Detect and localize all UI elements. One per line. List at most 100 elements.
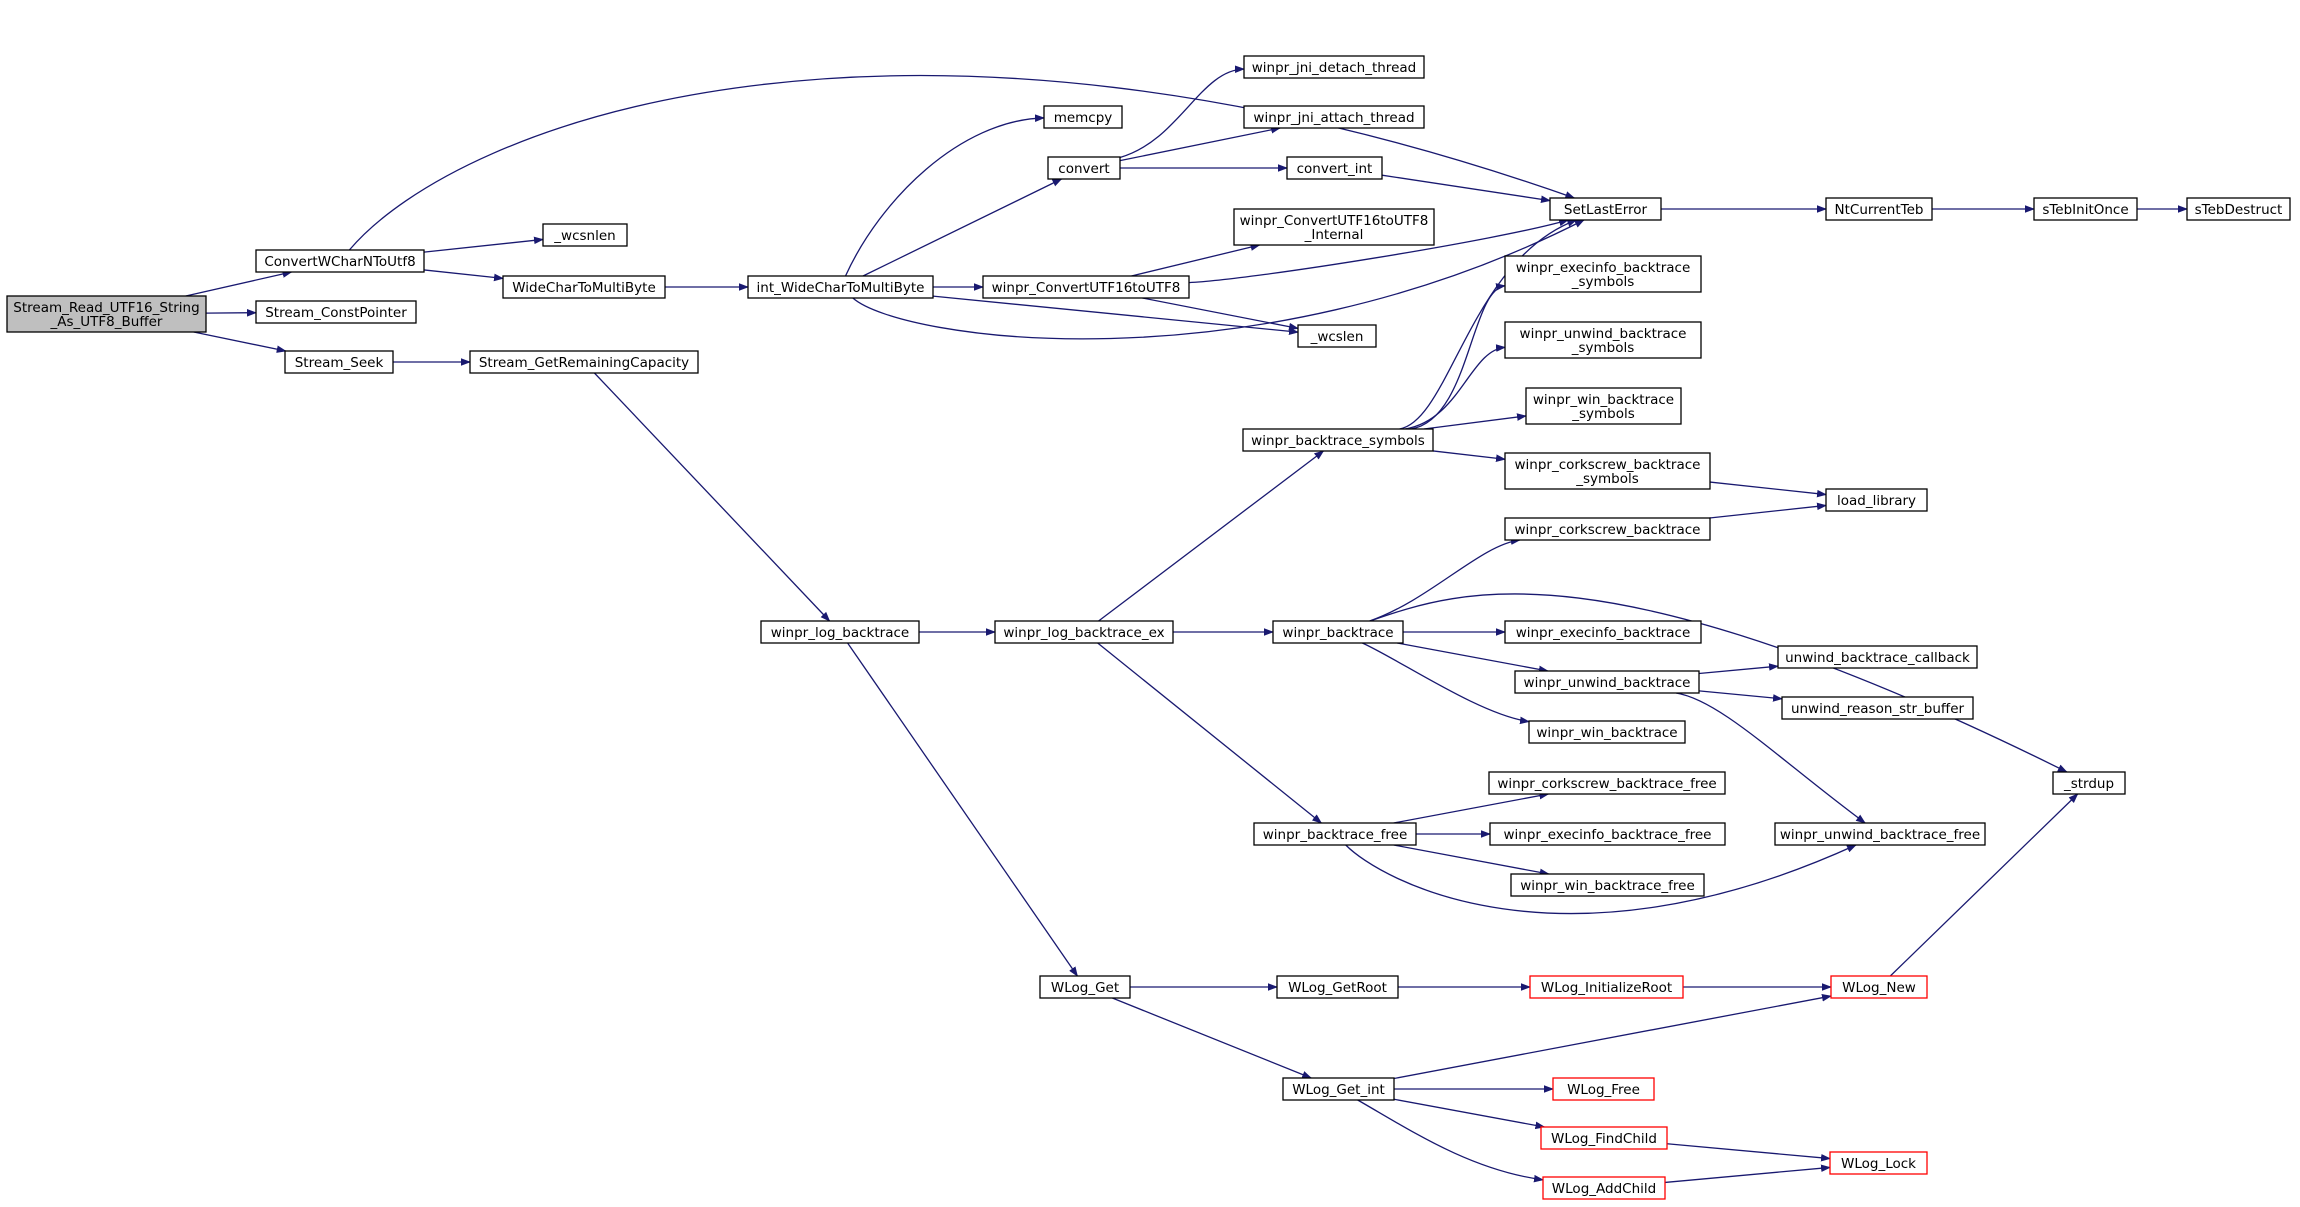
node-box (255, 300, 417, 324)
node-label: unwind_reason_str_buffer (1791, 701, 1965, 717)
node-label: WLog_Get_int (1292, 1082, 1385, 1098)
call-edge-backtrace-to-winbacktrace (1362, 642, 1530, 725)
call-edge-convertwchar-to-wcsnlen (423, 236, 544, 253)
function-node-wlognew[interactable]: WLog_New (1830, 975, 1928, 999)
function-node-convutf16int[interactable]: winpr_ConvertUTF16toUTF8_Internal (1233, 208, 1435, 246)
function-node-stebinitonce[interactable]: sTebInitOnce (2033, 197, 2138, 221)
function-node-corkscrew[interactable]: winpr_corkscrew_backtrace (1504, 517, 1711, 541)
function-node-jniattach[interactable]: winpr_jni_attach_thread (1243, 105, 1425, 129)
node-label: WLog_Lock (1841, 1156, 1916, 1172)
node-box (1272, 620, 1404, 644)
node-label: winpr_log_backtrace (771, 625, 909, 641)
function-node-wcsnlen[interactable]: _wcsnlen (542, 223, 628, 247)
function-node-convert[interactable]: convert (1047, 156, 1121, 180)
node-label: _Internal (1304, 227, 1364, 243)
node-box (1510, 873, 1705, 897)
function-node-intwidechar[interactable]: int_WideCharToMultiByte (747, 275, 934, 299)
function-node-unwind[interactable]: winpr_unwind_backtrace (1514, 670, 1700, 694)
node-label: winpr_unwind_backtrace_free (1780, 827, 1980, 843)
node-label: WLog_Free (1567, 1082, 1640, 1098)
call-edge-unwind-to-unwindcallback (1698, 663, 1779, 675)
node-label: _As_UTF8_Buffer (50, 314, 163, 330)
function-node-setlasterror[interactable]: SetLastError (1549, 197, 1662, 221)
function-node-loadlibrary[interactable]: load_library (1825, 488, 1928, 512)
call-edge-backtracesymbols-to-winsym (1423, 413, 1527, 430)
node-label: WLog_InitializeRoot (1541, 980, 1672, 996)
function-node-backtracesymbols[interactable]: winpr_backtrace_symbols (1242, 428, 1434, 452)
function-node-strdup[interactable]: _strdup (2052, 771, 2126, 795)
function-node-winbacktrace[interactable]: winpr_win_backtrace (1528, 720, 1686, 744)
function-node-constpointer[interactable]: Stream_ConstPointer (255, 300, 417, 324)
function-node-jnidetach[interactable]: winpr_jni_detach_thread (1243, 55, 1425, 79)
node-label: _symbols (1571, 274, 1635, 290)
node-box (1043, 105, 1123, 129)
call-edge-unwind-to-unwindfree (1675, 692, 1866, 824)
node-box (1504, 620, 1702, 644)
function-node-winsym[interactable]: winpr_win_backtrace_symbols (1525, 387, 1682, 425)
node-label: WideCharToMultiByte (512, 280, 656, 296)
node-label: WLog_Get (1051, 980, 1119, 996)
node-label: winpr_unwind_backtrace (1520, 326, 1687, 342)
function-node-convertwchar[interactable]: ConvertWCharNToUtf8 (255, 249, 425, 273)
function-node-unwindfree[interactable]: winpr_unwind_backtrace_free (1774, 822, 1986, 846)
node-box (2033, 197, 2138, 221)
function-node-backtracefree[interactable]: winpr_backtrace_free (1253, 822, 1417, 846)
node-label: Stream_GetRemainingCapacity (479, 355, 689, 371)
function-node-convutf16[interactable]: winpr_ConvertUTF16toUTF8 (982, 275, 1190, 299)
node-label: winpr_unwind_backtrace (1524, 675, 1691, 691)
node-box (1504, 452, 1711, 490)
node-box (1253, 822, 1417, 846)
node-box (1829, 1151, 1928, 1175)
function-node-logbacktrace[interactable]: winpr_log_backtrace (760, 620, 920, 644)
function-node-wloginitroot[interactable]: WLog_InitializeRoot (1529, 975, 1684, 999)
function-node-execinfofree[interactable]: winpr_execinfo_backtrace_free (1489, 822, 1726, 846)
function-node-execinfo[interactable]: winpr_execinfo_backtrace (1504, 620, 1702, 644)
node-box (760, 620, 920, 644)
function-node-wloglock[interactable]: WLog_Lock (1829, 1151, 1928, 1175)
function-node-widechar[interactable]: WideCharToMultiByte (502, 275, 666, 299)
function-node-unwindcallback[interactable]: unwind_backtrace_callback (1777, 645, 1978, 669)
function-node-wlogget[interactable]: WLog_Get (1039, 975, 1131, 999)
function-node-wcslen[interactable]: _wcslen (1297, 324, 1377, 348)
function-node-wloggetint[interactable]: WLog_Get_int (1282, 1077, 1395, 1101)
function-node-backtrace[interactable]: winpr_backtrace (1272, 620, 1404, 644)
node-label: winpr_execinfo_backtrace (1516, 625, 1691, 641)
function-node-corkscrewfree[interactable]: winpr_corkscrew_backtrace_free (1488, 771, 1726, 795)
function-node-wlogfree[interactable]: WLog_Free (1552, 1077, 1655, 1101)
call-edge-getremaining-to-logbacktrace (593, 372, 831, 622)
call-edge-convertint-to-setlasterror (1381, 174, 1551, 204)
function-node-corkscrewsym[interactable]: winpr_corkscrew_backtrace_symbols (1504, 452, 1711, 490)
node-label: Stream_Seek (295, 355, 384, 371)
call-edge-convutf16-to-convutf16int (1131, 243, 1261, 277)
function-node-ntcurrentteb[interactable]: NtCurrentTeb (1825, 197, 1933, 221)
function-node-winfree[interactable]: winpr_win_backtrace_free (1510, 873, 1705, 897)
node-box (747, 275, 934, 299)
function-node-wlogaddchild[interactable]: WLog_AddChild (1542, 1176, 1666, 1200)
function-node-execinfosym[interactable]: winpr_execinfo_backtrace_symbols (1504, 255, 1702, 293)
function-node-root[interactable]: Stream_Read_UTF16_String_As_UTF8_Buffer (6, 295, 207, 333)
node-box (1525, 387, 1682, 425)
node-label: convert (1058, 161, 1109, 177)
function-node-memcpy[interactable]: memcpy (1043, 105, 1123, 129)
node-label: ConvertWCharNToUtf8 (264, 254, 415, 270)
function-node-wloggetroot[interactable]: WLog_GetRoot (1276, 975, 1399, 999)
node-label: sTebDestruct (2195, 202, 2283, 218)
function-node-stebdestruct[interactable]: sTebDestruct (2186, 197, 2291, 221)
function-node-unwindreason[interactable]: unwind_reason_str_buffer (1781, 696, 1974, 720)
function-node-wlogfindchild[interactable]: WLog_FindChild (1540, 1126, 1668, 1150)
function-node-logbacktraceex[interactable]: winpr_log_backtrace_ex (994, 620, 1174, 644)
function-node-convertint[interactable]: convert_int (1286, 156, 1383, 180)
call-edge-backtracesymbols-to-unwindsym (1404, 344, 1506, 430)
function-node-seek[interactable]: Stream_Seek (284, 350, 394, 374)
node-label: winpr_win_backtrace (1533, 392, 1674, 408)
node-box (1282, 1077, 1395, 1101)
call-edge-logbacktrace-to-wlogget (847, 642, 1078, 977)
node-box (1552, 1077, 1655, 1101)
function-node-getremaining[interactable]: Stream_GetRemainingCapacity (469, 350, 699, 374)
node-box (1233, 208, 1435, 246)
call-edge-root-to-convertwchar (185, 270, 293, 297)
call-edge-intwidechar-to-memcpy (844, 114, 1045, 277)
node-label: WLog_New (1842, 980, 1916, 996)
function-node-unwindsym[interactable]: winpr_unwind_backtrace_symbols (1504, 321, 1702, 359)
